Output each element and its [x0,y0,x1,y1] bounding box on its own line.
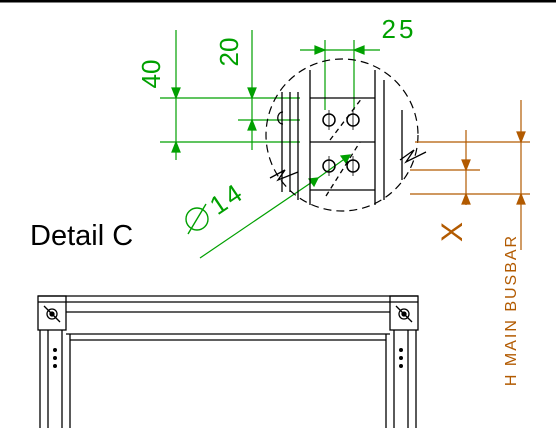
x-label: X [436,222,469,242]
detail-circle [265,58,419,212]
dim-25-text: 25 [382,14,417,44]
bolt-holes [322,110,360,176]
orange-dimension-lines [410,100,530,250]
dim-20-text: 20 [214,38,244,67]
detail-c-label: Detail C [30,220,134,252]
busbar-detail [269,70,427,205]
diameter-symbol [185,203,209,235]
cabinet-frame [37,295,419,428]
dim-diameter-text: 14 [204,176,250,220]
main-busbar-label: H MAIN BUSBAR [503,234,520,386]
dim-40-text: 40 [136,60,166,89]
post-holes [53,348,403,368]
dimension-lines [160,30,380,259]
